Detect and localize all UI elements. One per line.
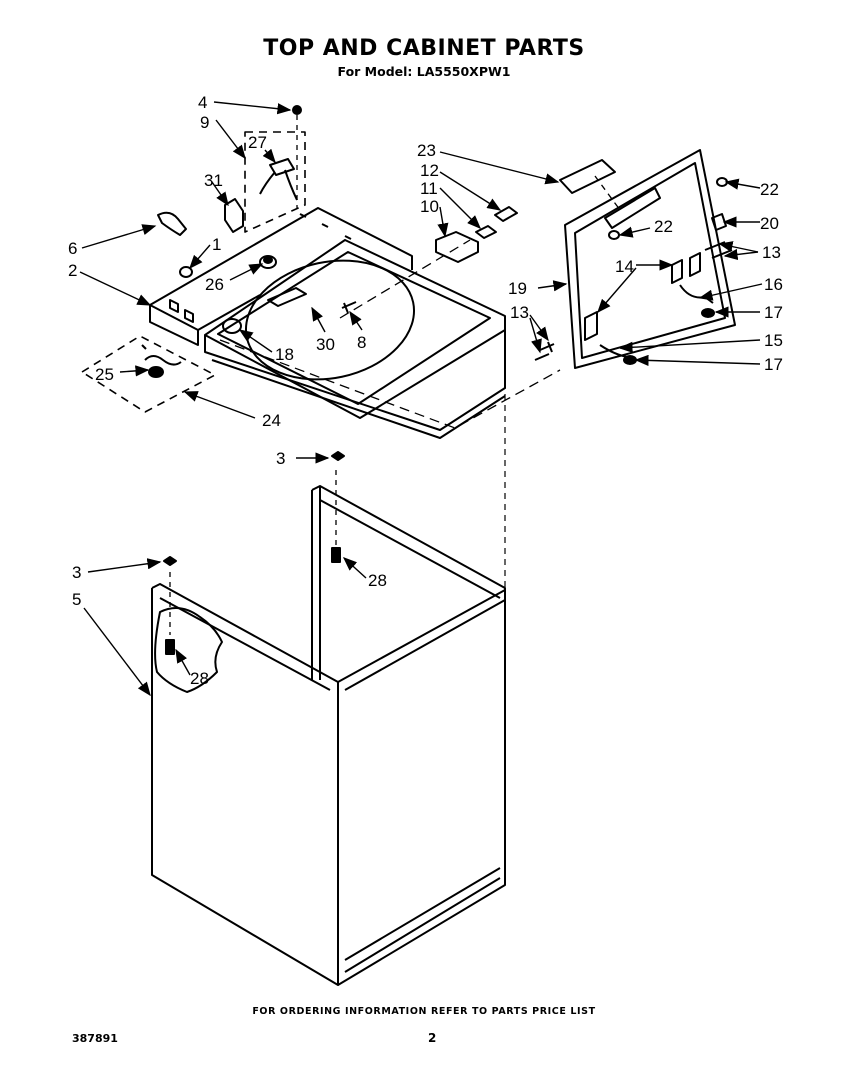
callout-label: 27 (248, 133, 267, 152)
callout-label: 3 (276, 449, 285, 468)
callout-numbers: 4 9 27 31 6 1 2 26 30 8 18 25 24 23 12 1… (68, 93, 783, 688)
callout-label: 4 (198, 93, 207, 112)
callout-label: 23 (417, 141, 436, 160)
callout-label: 30 (316, 335, 335, 354)
leader-lines (79, 101, 763, 697)
callout-label: 15 (764, 331, 783, 350)
callout-label: 31 (204, 171, 223, 190)
cabinet-drawing (151, 350, 506, 986)
callout-label: 19 (508, 279, 527, 298)
callout-label: 16 (764, 275, 783, 294)
top-assembly-drawing (81, 105, 561, 439)
callout-label: 22 (654, 217, 673, 236)
callout-label: 22 (760, 180, 779, 199)
callout-label: 17 (764, 355, 783, 374)
callout-label: 26 (205, 275, 224, 294)
ordering-info-footer: FOR ORDERING INFORMATION REFER TO PARTS … (252, 1006, 596, 1017)
callout-label: 12 (420, 161, 439, 180)
callout-label: 13 (762, 243, 781, 262)
callout-label: 6 (68, 239, 77, 258)
callout-label: 3 (72, 563, 81, 582)
diagram-title: TOP AND CABINET PARTS (263, 36, 585, 61)
document-number: 387891 (72, 1032, 118, 1045)
callout-label: 17 (764, 303, 783, 322)
model-subtitle: For Model: LA5550XPW1 (337, 64, 511, 79)
callout-label: 2 (68, 261, 77, 280)
callout-label: 8 (357, 333, 366, 352)
page-number: 2 (428, 1031, 437, 1045)
lid-assembly-drawing (435, 149, 736, 369)
callout-label: 10 (420, 197, 439, 216)
callout-label: 9 (200, 113, 209, 132)
callout-label: 28 (368, 571, 387, 590)
callout-label: 25 (95, 365, 114, 384)
callout-label: 13 (510, 303, 529, 322)
callout-label: 28 (190, 669, 209, 688)
callout-label: 18 (275, 345, 294, 364)
callout-label: 1 (212, 235, 221, 254)
callout-label: 14 (615, 257, 634, 276)
callout-label: 11 (420, 179, 438, 198)
callout-label: 20 (760, 214, 779, 233)
callout-label: 24 (262, 411, 281, 430)
callout-label: 5 (72, 590, 81, 609)
